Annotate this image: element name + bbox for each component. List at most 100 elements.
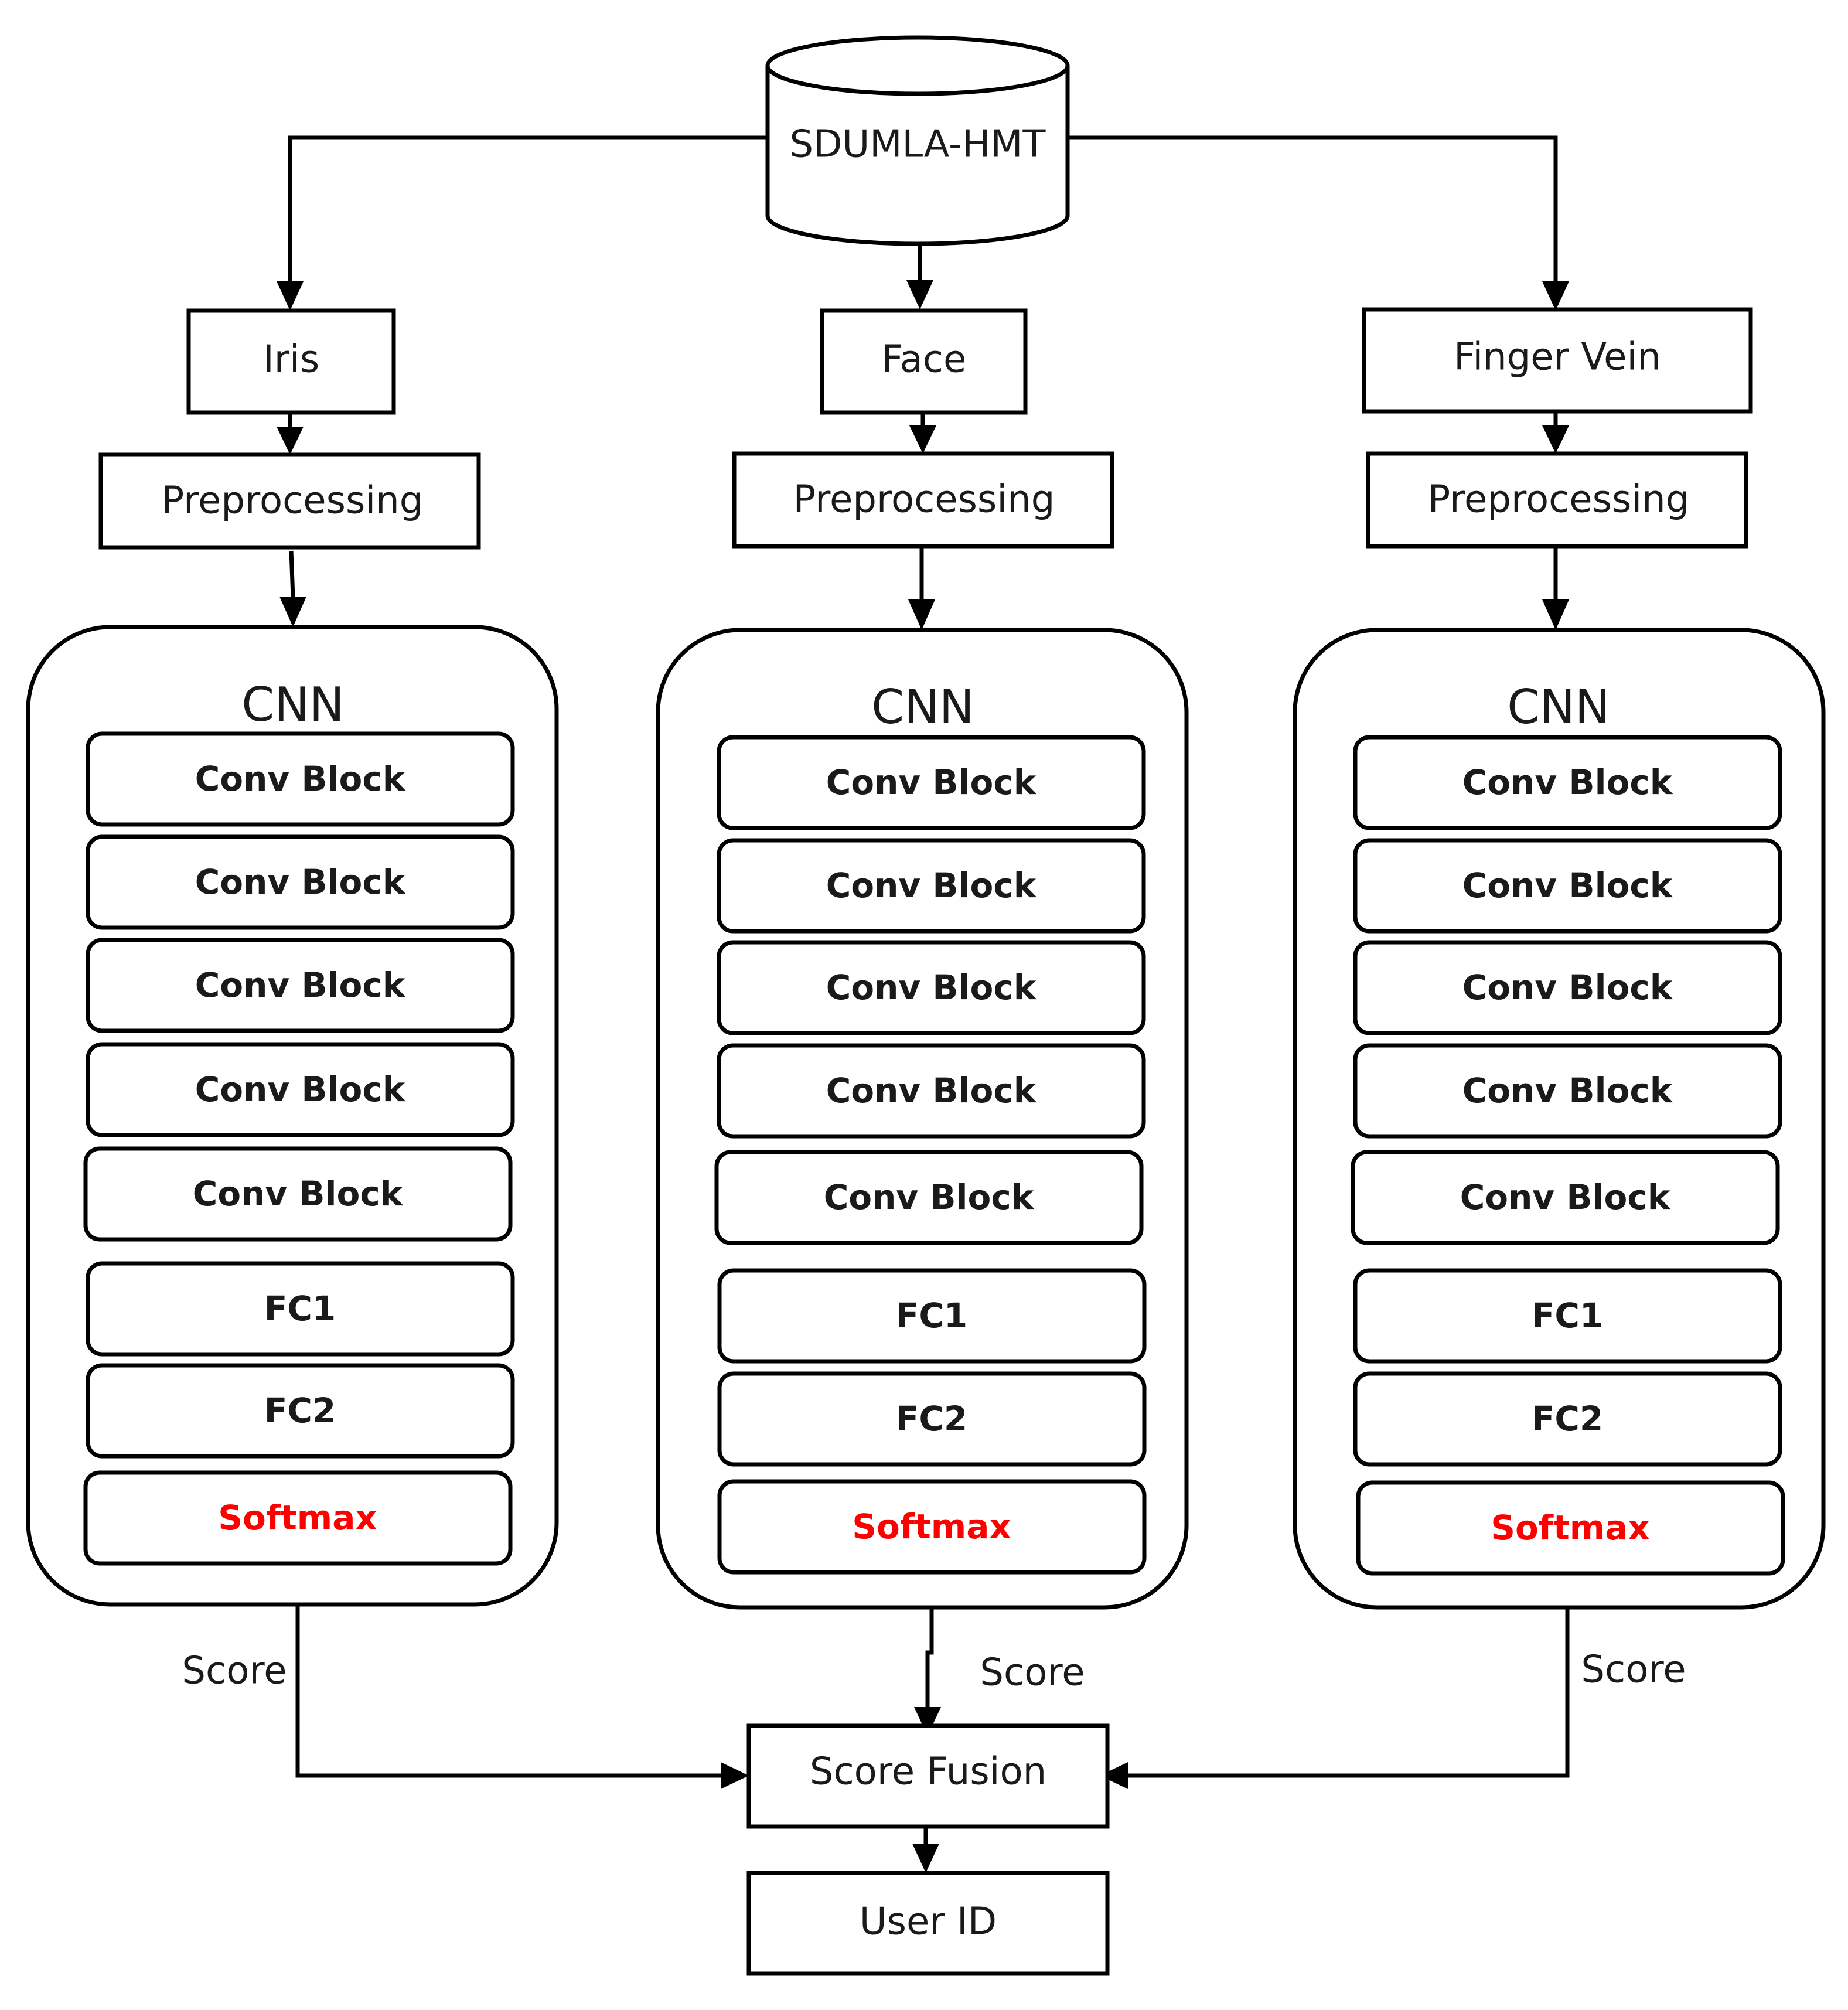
face-conv-block-4 bbox=[717, 1043, 1146, 1139]
fingervein-input-arrowhead bbox=[1542, 281, 1569, 311]
face-softmax-label: Softmax bbox=[852, 1507, 1011, 1546]
face-cnn-arrowhead bbox=[908, 599, 935, 630]
face-softmax-block bbox=[717, 1479, 1147, 1575]
userid-arrowhead bbox=[912, 1844, 939, 1873]
score-labels: Score Score Score bbox=[182, 1648, 1686, 1695]
iris-conv-block-4 bbox=[86, 1042, 515, 1137]
face-fc2-block bbox=[717, 1371, 1147, 1467]
iris-conv-block-3-label: Conv Block bbox=[195, 965, 406, 1005]
face-fc1-block bbox=[717, 1268, 1147, 1364]
modality-inputs: Iris Face Finger Vein bbox=[186, 307, 1753, 415]
fingervein-cnn: CNN Conv Block Conv Block Conv Block Con… bbox=[1293, 628, 1826, 1610]
db-to-fingervein-line bbox=[1068, 135, 1558, 281]
face-conv-block-4-label: Conv Block bbox=[826, 1071, 1037, 1110]
iris-score-label: Score bbox=[182, 1650, 287, 1693]
iris-softmax-label: Softmax bbox=[218, 1498, 377, 1538]
face-conv-block-2 bbox=[717, 838, 1146, 934]
fingervein-input-box bbox=[1362, 307, 1753, 414]
face-preprocessing-label: Preprocessing bbox=[793, 478, 1055, 522]
fingervein-cnn-arrowhead bbox=[1542, 599, 1569, 630]
iris-fc1-block bbox=[86, 1261, 515, 1357]
iris-prep-to-cnn-line bbox=[289, 550, 295, 598]
fingervein-conv-block-1 bbox=[1353, 735, 1782, 830]
fingervein-fc1-block bbox=[1353, 1268, 1782, 1364]
face-input-label: Face bbox=[882, 338, 967, 381]
face-conv-block-2-label: Conv Block bbox=[826, 866, 1037, 905]
fusion-section: Score Fusion User ID bbox=[746, 1723, 1110, 1976]
fingervein-cnn-title: CNN bbox=[1507, 680, 1610, 734]
face-conv-block-1 bbox=[717, 735, 1146, 830]
face-conv-block-3-label: Conv Block bbox=[826, 967, 1037, 1007]
iris-score-arrowhead bbox=[721, 1762, 749, 1789]
fingervein-score-arrowhead bbox=[1100, 1762, 1128, 1789]
fingervein-conv-block-2 bbox=[1353, 838, 1782, 934]
iris-softmax-block bbox=[83, 1470, 513, 1566]
iris-conv-block-3 bbox=[86, 938, 515, 1033]
fingervein-conv-block-1-label: Conv Block bbox=[1462, 762, 1673, 802]
iris-input-box bbox=[186, 308, 396, 415]
iris-conv-block-1 bbox=[86, 731, 515, 827]
database-cylinder: SDUMLA-HMT bbox=[765, 35, 1070, 246]
fingervein-preprocessing-box bbox=[1366, 451, 1748, 549]
face-conv-block-5 bbox=[714, 1150, 1144, 1245]
face-conv-block-1-label: Conv Block bbox=[826, 762, 1037, 802]
fingervein-prep-arrowhead bbox=[1542, 425, 1569, 454]
iris-conv-block-5 bbox=[83, 1146, 513, 1242]
iris-cnn-arrowhead bbox=[279, 597, 306, 627]
fingervein-fc2-label: FC2 bbox=[1532, 1399, 1604, 1439]
face-input-box bbox=[820, 308, 1028, 415]
fingervein-softmax-block bbox=[1356, 1480, 1785, 1576]
face-input-arrowhead bbox=[906, 280, 933, 309]
iris-input-label: Iris bbox=[263, 338, 319, 381]
face-prep-arrowhead bbox=[909, 425, 936, 454]
iris-prep-arrowhead bbox=[277, 427, 304, 455]
iris-preprocessing-box bbox=[98, 452, 481, 550]
face-cnn: CNN Conv Block Conv Block Conv Block Con… bbox=[656, 628, 1189, 1610]
fingervein-conv-block-5-label: Conv Block bbox=[1460, 1177, 1671, 1217]
iris-score-line bbox=[295, 1563, 721, 1778]
arrowheads bbox=[277, 280, 1569, 1873]
connectors bbox=[288, 135, 1570, 1845]
user-id-label: User ID bbox=[860, 1900, 997, 1944]
database-top bbox=[765, 35, 1070, 96]
iris-conv-block-4-label: Conv Block bbox=[195, 1069, 406, 1109]
face-cnn-title: CNN bbox=[871, 680, 974, 734]
fingervein-score-line bbox=[1128, 1573, 1570, 1778]
iris-fc2-block bbox=[86, 1363, 515, 1459]
fingervein-softmax-label: Softmax bbox=[1491, 1508, 1650, 1548]
preprocessing-row: Preprocessing Preprocessing Preprocessin… bbox=[98, 451, 1748, 550]
iris-preprocessing-label: Preprocessing bbox=[162, 479, 424, 523]
score-fusion-box bbox=[746, 1723, 1110, 1829]
face-score-line bbox=[925, 1573, 934, 1708]
fingervein-fc2-block bbox=[1353, 1371, 1782, 1467]
score-fusion-label: Score Fusion bbox=[810, 1750, 1046, 1794]
fingervein-conv-block-5 bbox=[1351, 1150, 1780, 1245]
fingervein-fc1-label: FC1 bbox=[1532, 1296, 1604, 1336]
fingervein-score-label: Score bbox=[1581, 1648, 1686, 1692]
iris-fc1-label: FC1 bbox=[264, 1289, 336, 1328]
iris-conv-block-2-label: Conv Block bbox=[195, 862, 406, 902]
fingervein-conv-block-4-label: Conv Block bbox=[1462, 1071, 1673, 1110]
fingervein-input-label: Finger Vein bbox=[1454, 336, 1661, 379]
face-conv-block-5-label: Conv Block bbox=[824, 1177, 1035, 1217]
face-score-label: Score bbox=[980, 1651, 1085, 1695]
fingervein-conv-block-3 bbox=[1353, 940, 1782, 1035]
fingervein-conv-block-4 bbox=[1353, 1043, 1782, 1139]
face-fc2-label: FC2 bbox=[896, 1399, 968, 1439]
iris-fc2-label: FC2 bbox=[264, 1391, 336, 1430]
fingervein-conv-block-3-label: Conv Block bbox=[1462, 967, 1673, 1007]
iris-cnn: CNN Conv Block Conv Block Conv Block Con… bbox=[26, 625, 559, 1607]
database-body bbox=[765, 66, 1070, 246]
user-id-box bbox=[746, 1871, 1110, 1976]
face-fc1-label: FC1 bbox=[896, 1296, 968, 1336]
database-label: SDUMLA-HMT bbox=[790, 123, 1046, 166]
iris-conv-block-5-label: Conv Block bbox=[193, 1174, 404, 1214]
db-to-iris-line bbox=[288, 135, 768, 281]
face-preprocessing-box bbox=[732, 451, 1114, 549]
fingervein-preprocessing-label: Preprocessing bbox=[1428, 478, 1690, 522]
iris-conv-block-1-label: Conv Block bbox=[195, 759, 406, 799]
fingervein-conv-block-2-label: Conv Block bbox=[1462, 866, 1673, 905]
face-score-arrowhead bbox=[914, 1707, 941, 1736]
iris-conv-block-2 bbox=[86, 834, 515, 930]
